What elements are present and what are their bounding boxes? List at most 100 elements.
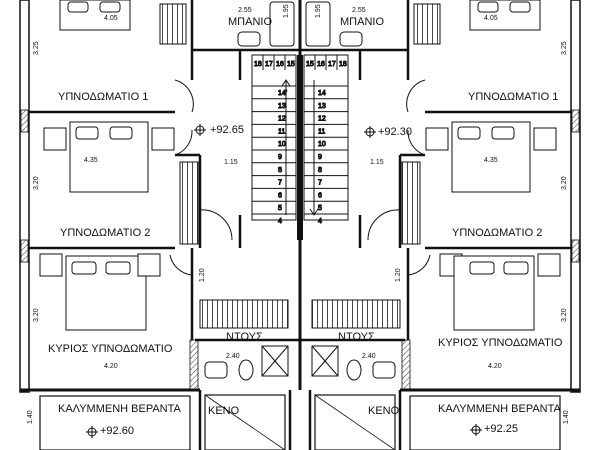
room-void-right: ΚΕΝΟ bbox=[368, 405, 400, 417]
stair-right-top-number: 16 bbox=[317, 61, 325, 68]
dim-420-right: 4.20 bbox=[488, 363, 502, 370]
stair-left-number: 14' bbox=[278, 90, 287, 97]
dim-255-left: 2.55 bbox=[238, 7, 252, 14]
dim-240-left: 2.40 bbox=[226, 353, 240, 360]
door-swing-7 bbox=[169, 254, 193, 276]
stair-right-number: 4 bbox=[318, 218, 322, 225]
room-bath-right: ΜΠΑΝΙΟ bbox=[340, 16, 384, 28]
hatch-wall-r2 bbox=[571, 239, 580, 263]
veranda-right bbox=[409, 395, 561, 450]
stair-left-number: 8 bbox=[278, 167, 282, 174]
room-master-right: ΚΥΡΙΟΣ ΥΠΝΟΔΩΜΑΤΙΟ bbox=[438, 337, 563, 349]
wardrobes bbox=[159, 3, 441, 329]
verandas bbox=[39, 394, 561, 450]
stair-left-number: 13 bbox=[278, 103, 286, 110]
dim-195-right: 1.95 bbox=[315, 4, 322, 18]
level-right: +92.30 bbox=[378, 126, 412, 138]
level-marker-left bbox=[194, 124, 206, 136]
dim-115-left: 1.15 bbox=[224, 159, 238, 166]
wardrobe-l-bed2 bbox=[179, 161, 199, 245]
dim-420-left: 4.20 bbox=[104, 363, 118, 370]
basin-left bbox=[204, 361, 228, 379]
void-right bbox=[314, 394, 396, 450]
level-marker-veranda-left bbox=[86, 426, 98, 438]
wall-right bbox=[570, 0, 581, 393]
dim-120-left: 1.20 bbox=[199, 268, 206, 282]
door-swing-8 bbox=[407, 254, 431, 276]
room-bedroom1-left: ΥΠΝΟΔΩΜΑΤΙΟ 1 bbox=[58, 91, 148, 103]
fixtures bbox=[204, 1, 396, 381]
door-swing-2 bbox=[174, 129, 193, 156]
stair-right-top-number: 17 bbox=[328, 61, 336, 68]
dim-255-right: 2.55 bbox=[352, 7, 366, 14]
hatch-wall-r1 bbox=[571, 109, 580, 133]
stair-left-number: 5 bbox=[278, 205, 282, 212]
level-markers bbox=[86, 124, 482, 438]
level-veranda-right: +92.25 bbox=[484, 423, 518, 435]
sink-left bbox=[237, 31, 261, 47]
door-swing-5 bbox=[199, 209, 233, 241]
level-veranda-left: +92.60 bbox=[100, 425, 134, 437]
dim-320-right-b: 3.20 bbox=[561, 308, 568, 322]
stair-right-number: 5 bbox=[318, 205, 322, 212]
stair-left-top-number: 15 bbox=[287, 61, 295, 68]
bed-left-2 bbox=[43, 121, 175, 193]
stair-right-number: 9 bbox=[318, 154, 322, 161]
interior-walls bbox=[28, 0, 572, 450]
door-swing-1 bbox=[174, 79, 194, 113]
stair-right-number: 13 bbox=[318, 103, 326, 110]
room-veranda-left: ΚΑΛΥΜΜΕΝΗ ΒΕΡΑΝΤΑ bbox=[58, 403, 182, 415]
dim-120-right: 1.20 bbox=[395, 268, 402, 282]
dim-435-right: 4.35 bbox=[484, 157, 498, 164]
outer-walls bbox=[19, 0, 581, 393]
toilet-left bbox=[238, 359, 254, 381]
stair-left-top-number: 17 bbox=[265, 61, 273, 68]
door-swing-4 bbox=[407, 129, 426, 156]
hatched-walls bbox=[20, 109, 580, 391]
level-marker-right bbox=[364, 126, 376, 138]
stair-left-number: 12 bbox=[278, 116, 286, 123]
dim-140-left: 1.40 bbox=[27, 410, 34, 424]
stair-left-number: 10 bbox=[278, 141, 286, 148]
dim-195-left: 1.95 bbox=[283, 4, 290, 18]
room-veranda-right: ΚΑΛΥΜΜΕΝΗ ΒΕΡΑΝΤΑ bbox=[438, 403, 562, 415]
room-bedroom2-left: ΥΠΝΟΔΩΜΑΤΙΟ 2 bbox=[60, 227, 150, 239]
bathtub-left bbox=[269, 1, 295, 47]
stair-right-number: 11 bbox=[318, 128, 325, 135]
wardrobe-r-bed2 bbox=[401, 161, 421, 245]
hatch-wall-l2 bbox=[20, 239, 29, 263]
dim-320-left-b: 3.20 bbox=[33, 308, 40, 322]
dim-320-right-a: 3.20 bbox=[561, 176, 568, 190]
dim-405-right: 4.05 bbox=[484, 15, 498, 22]
wardrobe-r-top bbox=[413, 3, 441, 45]
bed-left-master bbox=[39, 253, 161, 331]
stair-left-top-number: 18 bbox=[254, 61, 262, 68]
dim-320-left-a: 3.20 bbox=[33, 176, 40, 190]
stair-left-number: 11 bbox=[278, 128, 285, 135]
stair-right-number: 10 bbox=[318, 141, 326, 148]
room-void-left: ΚΕΝΟ bbox=[208, 405, 240, 417]
door-swing-3 bbox=[406, 79, 426, 113]
wardrobe-l-top bbox=[159, 3, 187, 45]
stair-left-number: 6 bbox=[278, 192, 282, 199]
wardrobe-l-master bbox=[199, 299, 289, 329]
dim-140-right: 1.40 bbox=[563, 410, 570, 424]
room-bedroom2-right: ΥΠΝΟΔΩΜΑΤΙΟ 2 bbox=[452, 227, 542, 239]
room-shower-right: ΝΤΟΥΣ bbox=[338, 331, 375, 343]
basin-right bbox=[372, 361, 396, 379]
stair-left-number: 9 bbox=[278, 154, 282, 161]
door-swing-6 bbox=[367, 209, 401, 241]
wall-left bbox=[19, 0, 30, 393]
wardrobe-r-master bbox=[311, 299, 401, 329]
stair-right-number: 6 bbox=[318, 192, 322, 199]
sink-right bbox=[339, 31, 363, 47]
stair-right-top-number: 15 bbox=[306, 61, 314, 68]
level-left: +92.65 bbox=[210, 124, 244, 136]
bed-right-2 bbox=[425, 121, 557, 193]
level-marker-veranda-right bbox=[470, 424, 482, 436]
bathtub-right bbox=[305, 1, 331, 47]
stair-left-number: 4 bbox=[278, 218, 282, 225]
dim-115-right: 1.15 bbox=[370, 159, 384, 166]
